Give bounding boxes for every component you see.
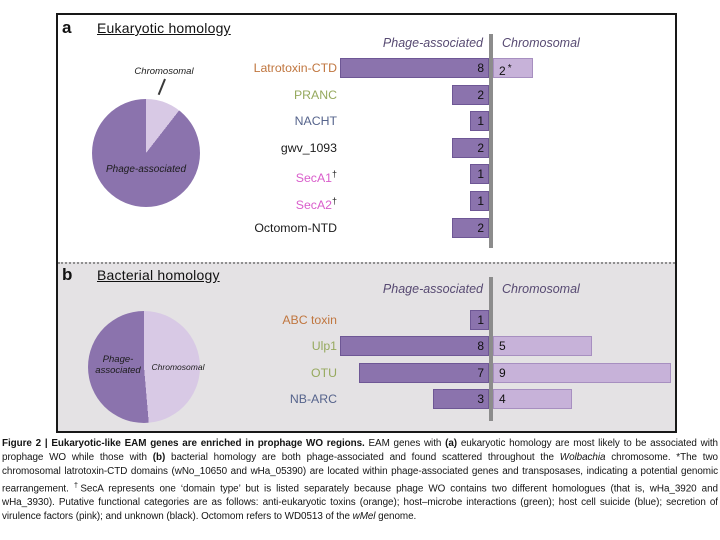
- panel-a-column-header-chromosomal: Chromosomal: [502, 36, 580, 50]
- asterisk-mark: *: [507, 63, 512, 74]
- panel-b-letter: b: [62, 265, 73, 284]
- chromosomal-count: 5: [499, 339, 506, 354]
- caption-segment: †: [73, 480, 81, 490]
- chromosomal-count: 2*: [499, 63, 512, 78]
- caption-segment: EAM genes with: [364, 438, 446, 449]
- row-label: Octomom-NTD: [254, 220, 337, 235]
- chromosomal-bar: 4: [493, 388, 573, 409]
- panel-b-column-header-chromosomal: Chromosomal: [502, 282, 580, 296]
- caption-segment: chromosome. *The two chromosomal latroto…: [2, 451, 718, 495]
- caption-segment: Figure 2 | Eukaryotic-like EAM genes are…: [2, 438, 365, 449]
- phage-associated-bar: 1: [470, 191, 489, 211]
- row-label: gwv_1093: [280, 140, 337, 155]
- caption-segment: bacterial homology are both phage-associ…: [165, 451, 560, 463]
- figure-caption: Figure 2 | Eukaryotic-like EAM genes are…: [2, 437, 718, 524]
- phage-count: 3: [477, 391, 484, 406]
- panel-b-title: Bacterial homology: [97, 267, 220, 283]
- row-label: SecA1†: [295, 169, 337, 186]
- pie-a-chromosomal-label: Chromosomal: [134, 66, 194, 77]
- phage-associated-bar: 1: [470, 111, 489, 132]
- panel-a-axis-divider: [489, 34, 493, 248]
- row-label: ABC toxin: [282, 313, 337, 327]
- phage-associated-bar: 2: [451, 217, 489, 238]
- caption-segment: genome.: [375, 511, 417, 523]
- caption-segment: (b): [152, 451, 166, 463]
- bar-row: PRANC 2: [58, 84, 675, 105]
- caption-segment: wMel: [352, 511, 376, 523]
- phage-count: 2: [477, 140, 484, 155]
- chromosomal-bar: 5: [493, 336, 592, 357]
- bar-row: Octomom-NTD 2: [58, 217, 675, 238]
- bar-row: NACHT 1: [58, 111, 675, 132]
- pie-b-chromosomal-label: Chromosomal: [151, 362, 205, 372]
- phage-count: 7: [477, 365, 484, 380]
- row-label: NB-ARC: [289, 391, 337, 406]
- dagger-mark: †: [331, 196, 337, 206]
- phage-count: 1: [477, 114, 484, 129]
- phage-count: 1: [477, 167, 484, 182]
- row-label: OTU: [311, 365, 337, 380]
- phage-count: 8: [477, 339, 484, 354]
- chromosomal-count: 9: [499, 365, 506, 380]
- chromosomal-bar: 2*: [493, 58, 533, 78]
- phage-associated-bar: 7: [358, 362, 489, 383]
- phage-associated-bar: 1: [470, 310, 489, 330]
- panel-a-column-header-phage: Phage-associated: [382, 36, 483, 50]
- row-label: NACHT: [294, 114, 337, 129]
- phage-associated-bar: 8: [340, 58, 489, 78]
- phage-count: 1: [477, 194, 484, 208]
- row-label: SecA2†: [295, 196, 337, 213]
- bar-row: Latrotoxin-CTD 8 2*: [58, 58, 675, 78]
- panel-b-column-header-phage: Phage-associated: [382, 282, 483, 296]
- row-label: Ulp1: [311, 339, 337, 354]
- phage-count: 2: [477, 220, 484, 235]
- panel-a-letter: a: [62, 18, 72, 37]
- phage-associated-bar: 1: [470, 164, 489, 185]
- pie-a-phage-label: Phage-associated: [105, 164, 187, 175]
- pie-chart-a: [92, 99, 200, 207]
- chromosomal-count: 4: [499, 391, 506, 406]
- phage-associated-bar: 8: [340, 336, 489, 357]
- phage-count: 2: [477, 87, 484, 102]
- bar-row: SecA2† 1: [58, 191, 675, 212]
- caption-segment: SecA represents one ‘domain type’ but is…: [2, 483, 718, 523]
- phage-associated-bar: 3: [433, 388, 489, 409]
- phage-associated-bar: 2: [451, 84, 489, 105]
- phage-count: 8: [477, 61, 484, 75]
- pie-chart-b: [88, 311, 200, 423]
- caption-segment: Wolbachia: [559, 451, 606, 463]
- dagger-mark: †: [331, 169, 337, 180]
- phage-associated-bar: 2: [451, 137, 489, 158]
- caption-segment: (a): [445, 438, 458, 449]
- pie-b-phage-label: Phage-associated: [95, 354, 141, 376]
- bar-row: SecA1† 1: [58, 164, 675, 185]
- row-label: Latrotoxin-CTD: [253, 61, 337, 75]
- panel-a-title: Eukaryotic homology: [97, 20, 231, 36]
- figure-box: a Eukaryotic homology Phage-associated C…: [56, 13, 677, 433]
- panel-b-axis-divider: [489, 277, 493, 421]
- bar-row: gwv_1093 2: [58, 137, 675, 158]
- chromosomal-bar: 9: [493, 362, 672, 383]
- caption-segment: eukaryotic homology are most likely to b…: [2, 438, 719, 463]
- phage-count: 1: [477, 313, 484, 327]
- bar-row: ABC toxin 1: [58, 310, 675, 330]
- row-label: PRANC: [293, 87, 337, 102]
